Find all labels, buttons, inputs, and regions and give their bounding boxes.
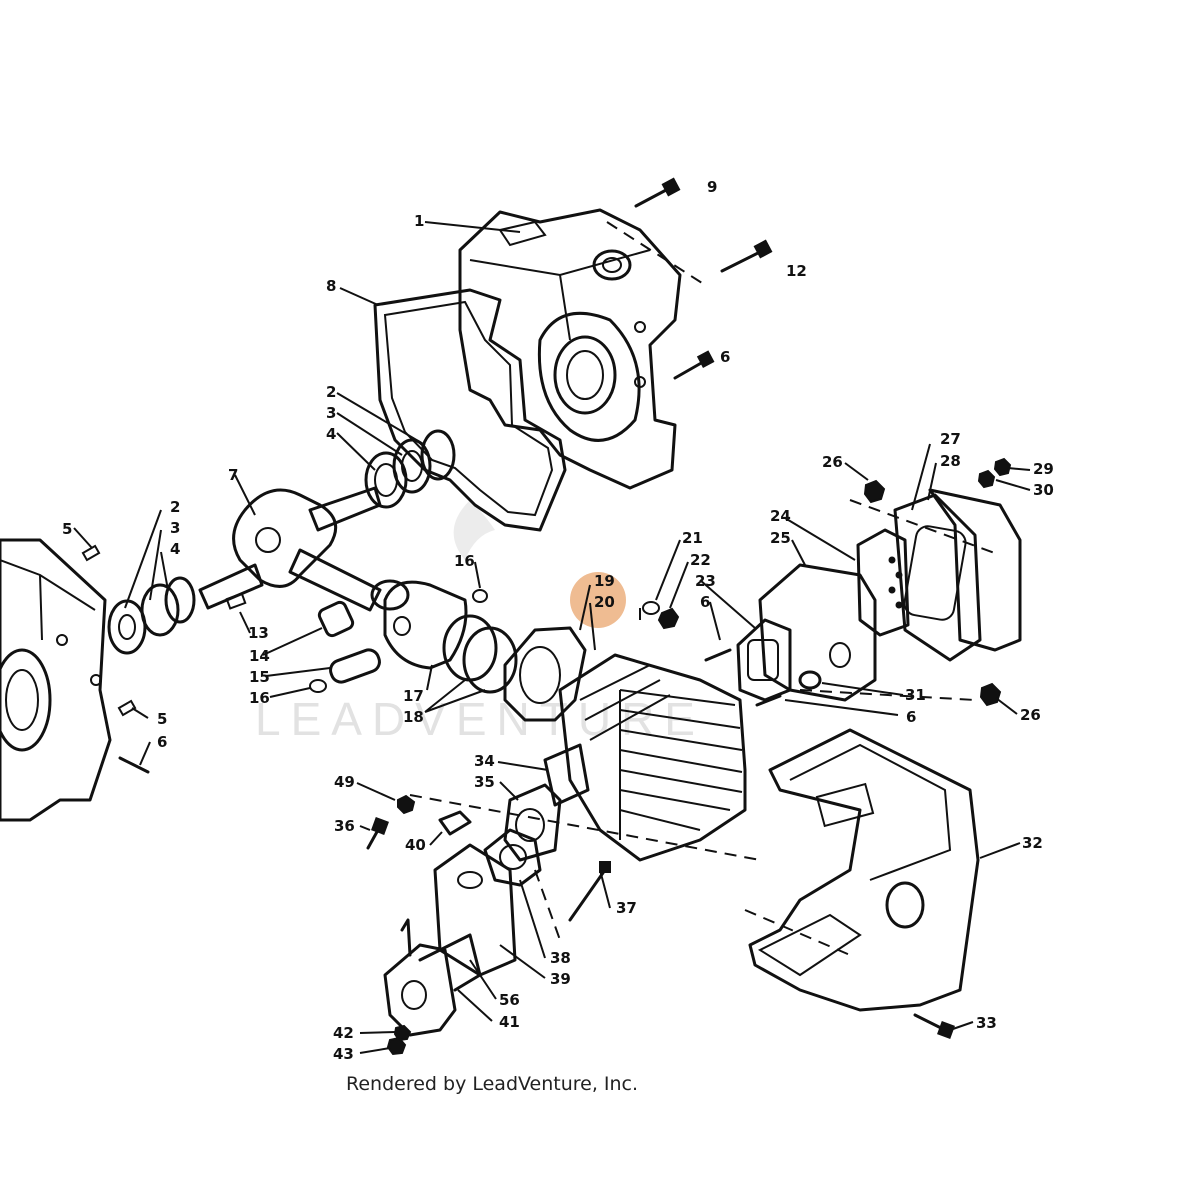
callout-25: 25 [770,529,791,547]
callout-26-upper: 26 [822,453,843,471]
callout-12: 12 [786,262,807,280]
callout-42: 42 [333,1024,354,1042]
callout-34: 34 [474,752,495,770]
callout-5-upper: 5 [62,520,72,538]
callout-37: 37 [616,899,637,917]
muffler-cover [893,488,1022,662]
crankcase-gasket [373,288,567,532]
callout-40: 40 [405,836,426,854]
callout-43: 43 [333,1045,354,1063]
cylinder-gasket [503,626,587,722]
callout-4-upper: 4 [326,425,336,443]
callout-31: 31 [905,686,926,704]
needle-bearing [317,600,355,638]
callout-2-upper: 2 [326,383,336,401]
callout-41: 41 [499,1013,520,1031]
callout-15: 15 [249,668,270,686]
callout-9: 9 [707,178,717,196]
callout-6-top: 6 [720,348,730,366]
main-bearing-upper [364,429,456,509]
crankshaft [198,486,410,612]
callout-1: 1 [414,212,424,230]
credit-text: Rendered by LeadVenture, Inc. [346,1073,639,1095]
callout-28: 28 [940,452,961,470]
bolts-top [634,177,773,380]
piston-pin [329,648,381,684]
cylinder-block [558,653,747,862]
callout-24: 24 [770,507,791,525]
engine-shroud [748,728,980,1012]
carburetor [383,918,482,1056]
callout-27: 27 [940,430,961,448]
dowel-pin [81,544,101,562]
callout-17: 17 [403,687,424,705]
watermark-text: LEADVENTURE [255,693,705,745]
callout-19: 19 [594,572,615,590]
callout-20: 20 [594,593,615,611]
callout-4-lower: 4 [170,540,180,558]
callout-49: 49 [334,773,355,791]
callout-23: 23 [695,572,716,590]
callout-labels: 1 8 9 12 6 2 3 4 7 2 3 4 5 5 6 16 13 14 … [62,178,1054,1063]
callout-8: 8 [326,277,336,295]
callout-35: 35 [474,773,495,791]
leader-lines [73,221,1031,1054]
callout-14: 14 [249,647,270,665]
callout-30: 30 [1033,481,1054,499]
crankcase-half-left [0,538,112,822]
callout-3-lower: 3 [170,519,180,537]
callout-6-mid: 6 [700,593,710,611]
intake-parts [397,743,590,977]
callout-13: 13 [248,624,269,642]
callout-38: 38 [550,949,571,967]
callout-39: 39 [550,970,571,988]
callout-16-lower: 16 [249,689,270,707]
alignment-lines [409,221,1001,956]
callout-7: 7 [228,466,238,484]
crankcase-half-right [458,208,682,490]
piston-assembly [383,580,518,694]
callout-3-upper: 3 [326,404,336,422]
callout-26-lower: 26 [1020,706,1041,724]
callout-5-lower: 5 [157,710,167,728]
callout-33: 33 [976,1014,997,1032]
muffler [758,528,910,702]
callout-6-left: 6 [157,733,167,751]
callout-36: 36 [334,817,355,835]
watermark: LEADVENTURE [255,500,705,745]
callout-6-right: 6 [906,708,916,726]
callout-2-lower: 2 [170,498,180,516]
callout-21: 21 [682,529,703,547]
callout-56: 56 [499,991,520,1009]
callout-22: 22 [690,551,711,569]
key [225,592,247,610]
callout-16-upper: 16 [454,552,475,570]
callout-32: 32 [1022,834,1043,852]
callout-18: 18 [403,708,424,726]
callout-29: 29 [1033,460,1054,478]
